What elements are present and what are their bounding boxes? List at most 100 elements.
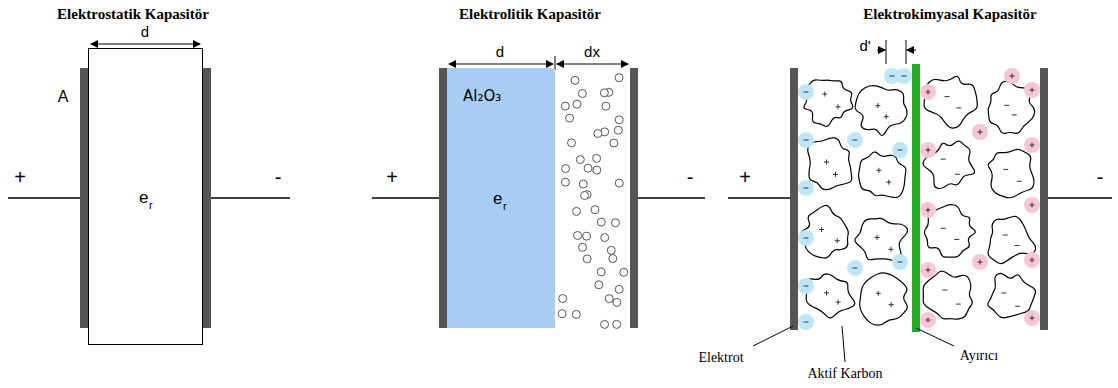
- wire: [372, 197, 439, 199]
- electrolyte-bubble: [561, 178, 569, 186]
- charge-sign: [804, 286, 809, 287]
- charge-sign: [835, 172, 836, 177]
- electrolyte-bubble: [579, 243, 587, 251]
- electrolyte-bubble: [620, 268, 628, 276]
- dimension-label: d: [496, 44, 504, 61]
- node-text: r: [503, 200, 507, 212]
- wire: [211, 197, 290, 199]
- charge-sign: [928, 268, 929, 273]
- charge-sign: [956, 304, 961, 305]
- charge-sign: [878, 291, 879, 296]
- part-label: Aktif Karbon: [807, 366, 882, 381]
- charge-sign: [898, 150, 903, 151]
- charge-sign: [928, 318, 929, 323]
- electrode-plate: [1040, 68, 1048, 330]
- part-label: Ayırıcı: [960, 348, 998, 363]
- electrode-plate: [203, 68, 211, 328]
- carbon-particle: [859, 152, 906, 198]
- charge-sign: [955, 174, 960, 175]
- dimension-arrow: [449, 64, 553, 65]
- carbon-particle: [860, 273, 908, 325]
- electrolyte-bubble: [614, 126, 622, 134]
- charge-sign: [928, 208, 929, 213]
- carbon-particle: [924, 76, 977, 128]
- electrolyte-bubble: [605, 295, 613, 303]
- anion: [847, 260, 863, 276]
- charge-sign: [1012, 114, 1017, 115]
- polarity-sign: -: [1097, 166, 1104, 188]
- anion: [892, 254, 908, 270]
- anion: [798, 84, 814, 100]
- charge-sign: [838, 300, 839, 305]
- charge-sign: [824, 92, 825, 97]
- charge-sign: [1015, 245, 1020, 246]
- electrolyte-bubble: [579, 180, 587, 188]
- cation: [1024, 252, 1040, 268]
- dimension-arrow: [907, 50, 916, 51]
- electrolyte-bubble: [593, 154, 601, 162]
- electrolyte-bubble: [573, 100, 581, 108]
- electrolyte-bubble: [615, 74, 623, 82]
- electrolyte-bubble: [615, 285, 623, 293]
- charge-sign: [980, 260, 981, 265]
- cation: [920, 142, 936, 158]
- leader-line: [842, 326, 845, 362]
- polarity-sign: -: [687, 166, 694, 188]
- cation: [920, 312, 936, 328]
- carbon-particle: [806, 274, 855, 318]
- anion: [798, 132, 814, 148]
- charge-sign: [886, 114, 887, 119]
- charge-sign: [1001, 293, 1006, 294]
- charge-sign: [876, 235, 877, 240]
- electrolyte-bubble: [601, 234, 609, 242]
- anion: [798, 278, 814, 294]
- charge-sign: [1032, 203, 1033, 208]
- charge-sign: [928, 148, 929, 153]
- cation: [920, 262, 936, 278]
- electrolyte-bubble: [558, 310, 566, 318]
- dimension-arrow: [877, 50, 885, 51]
- charge-sign: [1003, 235, 1008, 236]
- electrolyte-bubble: [597, 268, 605, 276]
- electrolyte-bubble: [615, 179, 623, 187]
- charge-sign: [1012, 74, 1013, 79]
- oxide-layer: Al₂O₃ er: [447, 68, 555, 328]
- charge-sign: [804, 322, 809, 323]
- charge-sign: [1032, 143, 1033, 148]
- node-text: Al₂O₃: [463, 88, 501, 105]
- wire: [728, 197, 790, 199]
- charge-sign: [956, 107, 961, 108]
- charge-sign: [891, 302, 892, 307]
- dimension-tick: [886, 40, 887, 64]
- dimension-label: d: [141, 24, 149, 41]
- charge-sign: [942, 289, 947, 290]
- cation: [972, 254, 988, 270]
- charge-sign: [890, 76, 895, 77]
- electrolyte-bubble: [583, 255, 591, 263]
- electrolyte-bubble: [601, 320, 609, 328]
- charge-sign: [902, 76, 907, 77]
- part-label: Elektrot: [698, 350, 743, 365]
- panel-title: Elektrolitik Kapasitör: [459, 6, 601, 23]
- electrolyte-bubble: [574, 232, 582, 240]
- electrolyte-bubble: [568, 139, 576, 147]
- dimension-tick: [906, 40, 907, 64]
- charge-sign: [980, 130, 981, 135]
- charge-sign: [1032, 88, 1033, 93]
- carbon-particle: [808, 138, 852, 190]
- electrolyte-bubble: [607, 246, 615, 254]
- charge-sign: [853, 268, 858, 269]
- anion: [896, 68, 912, 84]
- electrolyte-bubble: [594, 130, 602, 138]
- electrolyte-bubble: [578, 90, 586, 98]
- charge-sign: [804, 238, 809, 239]
- electrolyte-bubble: [610, 139, 618, 147]
- node-text: r: [149, 199, 153, 211]
- charge-sign: [837, 104, 838, 109]
- node-text: e: [493, 190, 502, 209]
- electrolyte-bubbles: [558, 74, 628, 329]
- cation: [1024, 137, 1040, 153]
- electrolyte-bubble: [576, 156, 584, 164]
- charge-sign: [877, 103, 878, 108]
